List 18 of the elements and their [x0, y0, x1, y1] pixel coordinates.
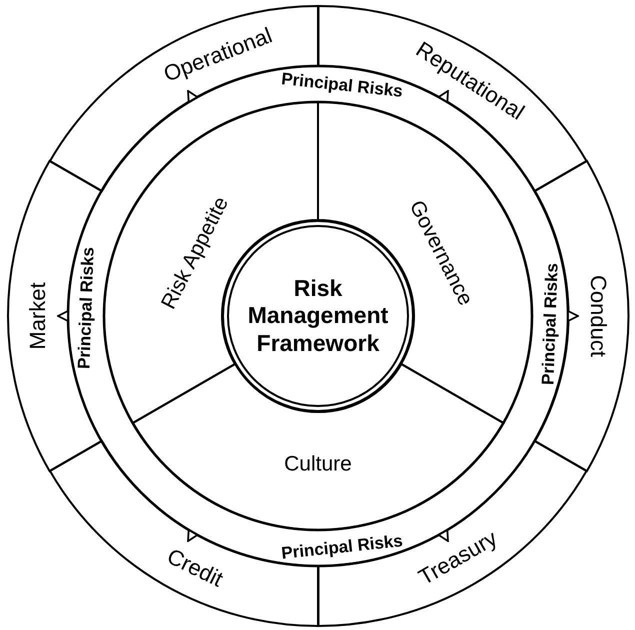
ring-segment	[532, 159, 630, 473]
segment-label: Market	[27, 282, 49, 350]
segment-label: Culture	[284, 454, 352, 474]
arrow	[438, 529, 449, 542]
arrow	[438, 90, 449, 103]
arrow	[566, 310, 579, 322]
segment-label: Credit	[164, 544, 226, 590]
arrow	[57, 310, 70, 322]
band-label: Principal Risks	[76, 246, 97, 370]
segment-label: Conduct	[586, 275, 609, 357]
arrow	[187, 529, 198, 542]
band-label: Principal Risks	[280, 70, 404, 100]
arrow	[187, 90, 198, 103]
band-label: Principal Risks	[539, 262, 560, 386]
ring-segment	[130, 362, 506, 532]
framework-title: Risk Management Framework	[246, 274, 390, 358]
band-label: Principal Risks	[280, 532, 404, 562]
ring-segment	[6, 159, 104, 473]
